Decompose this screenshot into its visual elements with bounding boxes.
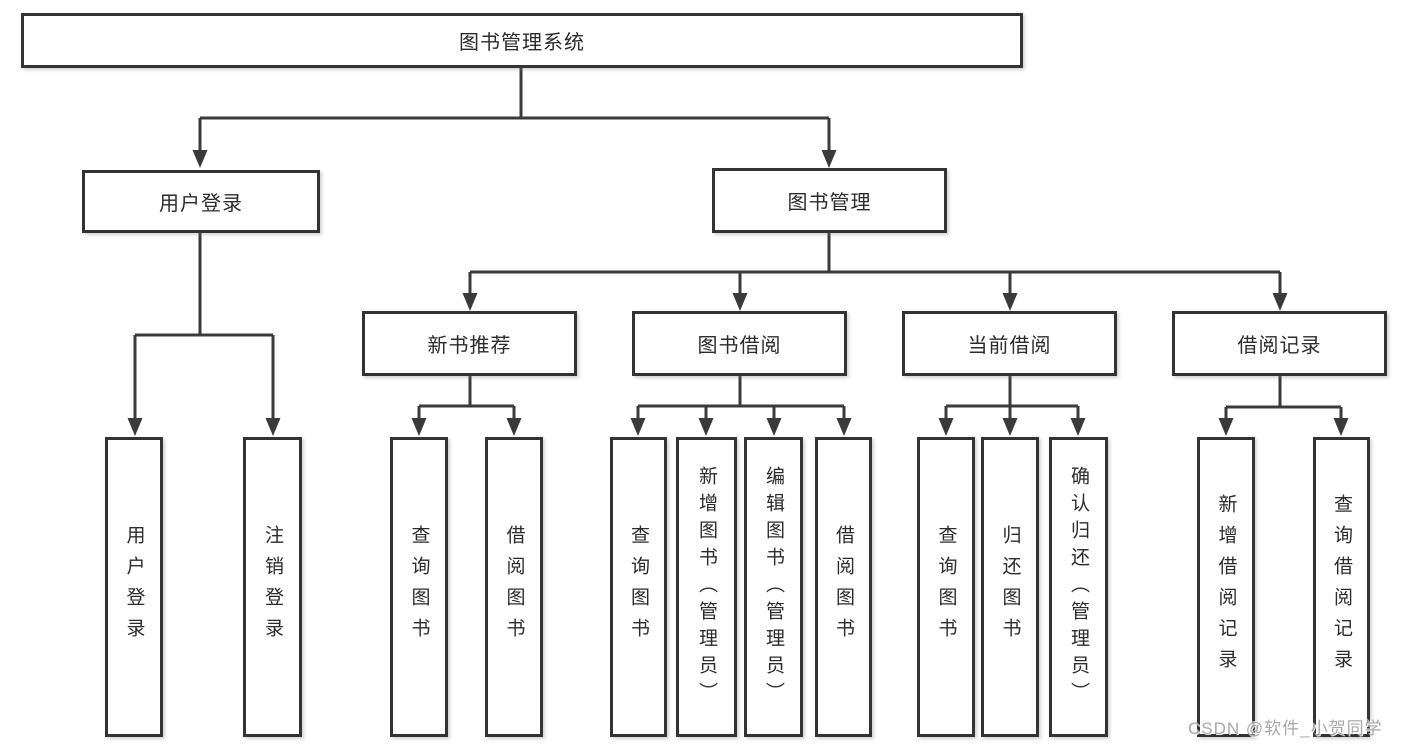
leaf-query-books-3: 查询图书 xyxy=(917,437,975,737)
node-current-borrowing: 当前借阅 xyxy=(902,311,1117,376)
arrowheads-level2 xyxy=(192,150,837,168)
leaf-query-books-2: 查询图书 xyxy=(610,437,667,737)
leaf-confirm-return-admin: 确认归还（管理员） xyxy=(1049,437,1108,737)
arrowheads-new-book-rec-leaves xyxy=(411,418,522,436)
arrowheads-borrowing-records-leaves xyxy=(1218,418,1349,436)
leaf-edit-book-admin: 编辑图书（管理员） xyxy=(744,437,803,737)
connector-root-to-level2 xyxy=(198,68,831,152)
leaf-user-login: 用户登录 xyxy=(105,437,163,737)
arrowheads-user-login-leaves xyxy=(127,418,281,436)
leaf-logout: 注销登录 xyxy=(243,437,302,737)
node-new-book-recommendation: 新书推荐 xyxy=(362,311,577,376)
node-borrowing-records: 借阅记录 xyxy=(1172,311,1387,376)
connector-new-book-rec-to-leaves xyxy=(417,376,516,421)
watermark-csdn: CSDN @软件_小贺同学 xyxy=(1188,719,1383,738)
leaf-add-book-admin: 新增图书（管理员） xyxy=(676,437,737,737)
arrowheads-current-borrowing-leaves xyxy=(938,418,1086,436)
leaf-borrow-books-1: 借阅图书 xyxy=(485,437,543,737)
node-user-login: 用户登录 xyxy=(82,170,320,233)
connector-book-borrowing-to-leaves xyxy=(636,376,846,421)
connector-user-login-to-leaves xyxy=(133,233,275,421)
connector-borrowing-records-to-leaves xyxy=(1224,376,1343,421)
arrowheads-level3 xyxy=(462,293,1288,311)
arrowheads-book-borrowing-leaves xyxy=(630,418,852,436)
connector-book-management-to-level3 xyxy=(468,233,1282,296)
node-book-management: 图书管理 xyxy=(712,168,947,233)
node-library-management-system: 图书管理系统 xyxy=(21,13,1023,68)
connector-current-borrowing-to-leaves xyxy=(944,376,1080,421)
node-book-borrowing: 图书借阅 xyxy=(632,311,847,376)
leaf-borrow-books-2: 借阅图书 xyxy=(815,437,872,737)
leaf-add-borrow-record: 新增借阅记录 xyxy=(1197,437,1255,737)
leaf-query-borrow-record: 查询借阅记录 xyxy=(1313,437,1370,737)
leaf-return-books: 归还图书 xyxy=(981,437,1039,737)
leaf-query-books-1: 查询图书 xyxy=(390,437,448,737)
